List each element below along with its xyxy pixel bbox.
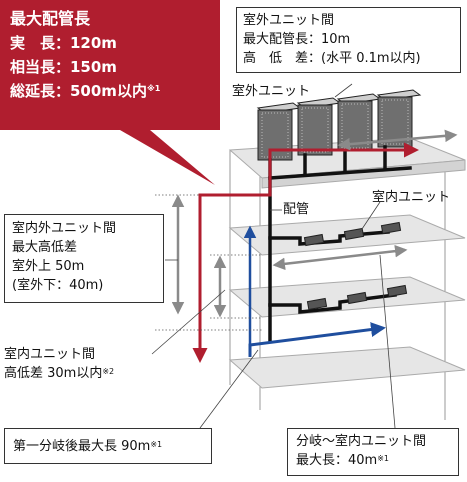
dotted-leaders	[155, 194, 262, 331]
floor-slab-lower	[228, 346, 466, 389]
actual-length: 実 長：120m	[10, 34, 117, 52]
outdoor-spacing-arrow	[337, 129, 458, 151]
callout-leaders	[151, 83, 396, 429]
red-callout-box	[0, 0, 220, 185]
dimension-arrows	[171, 129, 458, 318]
branch-indoor-note: ※1	[377, 454, 390, 463]
indoor-units-note: ※2	[102, 367, 115, 376]
floor-slabs	[228, 137, 466, 389]
branch-indoor-max: 最大長：40m※1	[296, 453, 390, 468]
indoor-units-height-text: 室内ユニット間 高低差 30m以内※2	[4, 345, 114, 383]
outdoor-spacing-box: 室外ユニット間 最大配管長：10m 高 低 差：(水平 0.1m以内)	[236, 7, 461, 73]
total-length-note: ※1	[146, 84, 161, 93]
indoor-units-height: 高低差 30m以内※2	[4, 366, 115, 381]
branch-indoor-box: 分岐～室内ユニット間 最大長：40m※1	[287, 428, 459, 476]
max-pipe-length-panel: 最大配管長 実 長：120m 相当長：150m 総延長：500m以内※1	[0, 0, 220, 130]
equivalent-length: 相当長：150m	[10, 58, 117, 76]
indoor-outdoor-title: 室内外ユニット間	[12, 221, 117, 236]
indoor-outdoor-above: 室外上 50m	[12, 259, 85, 274]
outdoor-spacing-height-diff: 高 低 差：(水平 0.1m以内)	[243, 51, 421, 66]
max-pipe-length-arrow	[192, 142, 419, 363]
outdoor-spacing-max-pipe: 最大配管長：10m	[243, 32, 351, 47]
branch-indoor-arrow	[272, 244, 408, 271]
indoor-outdoor-below: (室外下：40m)	[12, 278, 104, 293]
indoor-unit-label: 室内ユニット	[372, 190, 451, 205]
first-branch-text: 第一分岐後最大長 90m※1	[13, 439, 163, 454]
first-branch-box: 第一分岐後最大長 90m※1	[4, 428, 212, 464]
outdoor-unit-label: 室外ユニット	[232, 84, 311, 99]
indoor-outdoor-subtitle: 最大高低差	[12, 240, 78, 255]
first-branch-note: ※1	[150, 440, 163, 449]
outdoor-spacing-title: 室外ユニット間	[243, 13, 335, 28]
piping-label: 配管	[283, 202, 310, 217]
indoor-units-title: 室内ユニット間	[4, 347, 96, 362]
max-pipe-length-title: 最大配管長	[10, 9, 91, 28]
total-length-row: 総延長：500m以内※1	[10, 79, 160, 103]
branch-indoor-title: 分岐～室内ユニット間	[296, 434, 427, 449]
total-length: 総延長：500m以内	[10, 82, 147, 100]
indoor-outdoor-height-box: 室内外ユニット間 最大高低差 室外上 50m (室外下：40m)	[4, 214, 164, 303]
